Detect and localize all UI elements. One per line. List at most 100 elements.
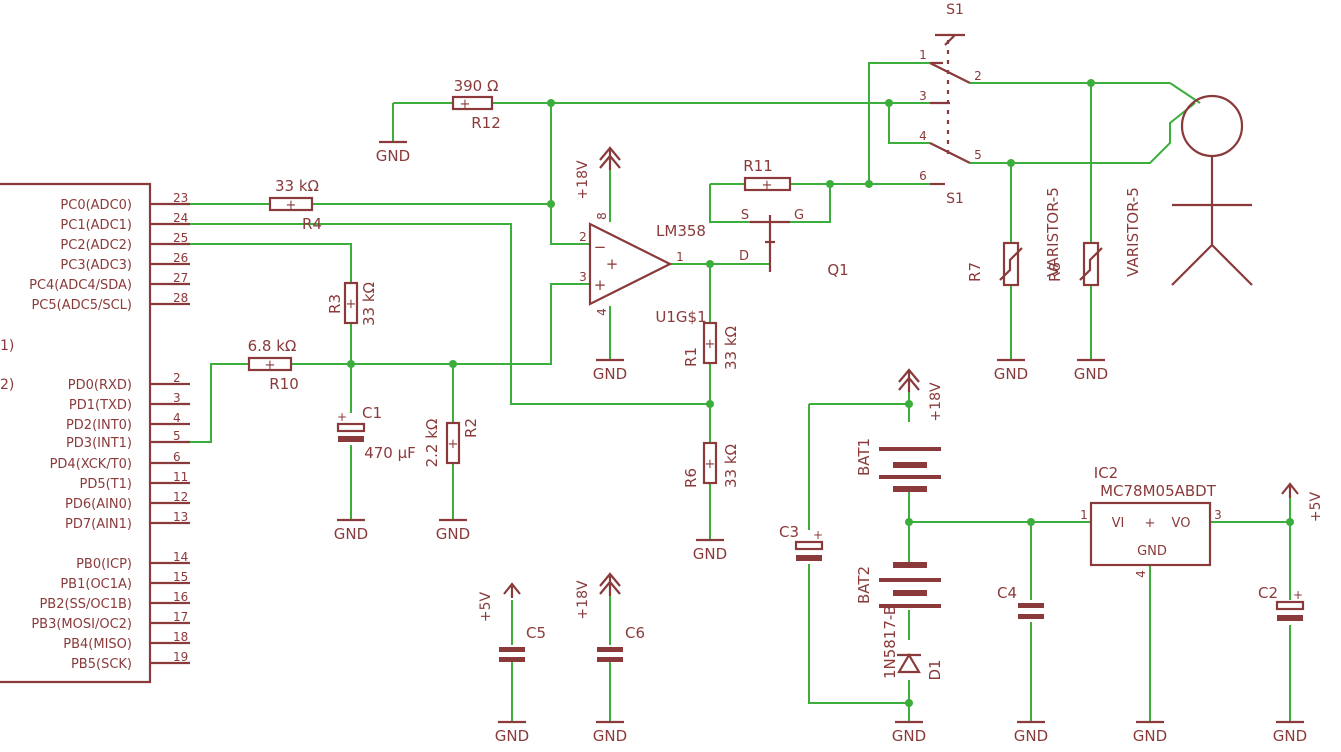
opamp-pin-vcc: 8 (595, 212, 609, 220)
r7-ref: R7 (966, 262, 984, 282)
mcu-pin-name: PB1(OC1A) (60, 577, 132, 592)
mcu-pin-name: PB2(SS/OC1B) (39, 597, 132, 612)
r4-ref: R4 (302, 215, 322, 233)
capacitor-c3: + C3 (779, 523, 824, 561)
capacitor-c2: + C2 (1258, 584, 1305, 621)
opamp-ref: U1G$1 (655, 308, 706, 326)
svg-text:+: + (460, 97, 471, 112)
ground-label: GND (892, 727, 926, 745)
resistor-r12: + 390 Ω R12 (451, 77, 501, 132)
capacitor-c1: + C1 470 µF (336, 404, 416, 462)
mcu-pin-number: 12 (173, 490, 188, 504)
resistor-r10: + 6.8 kΩ R10 (248, 337, 299, 393)
mcu-pin-number: 2 (173, 371, 181, 385)
r10-value: 6.8 kΩ (248, 337, 297, 355)
d1-part: 1N5817-B (881, 605, 899, 679)
varistor-1-label: VARISTOR-5 (1044, 187, 1062, 277)
varistor-r8: R8 VARISTOR-5 (1046, 187, 1142, 287)
opamp-pin-gnd: 4 (595, 308, 609, 316)
r3-ref: R3 (326, 294, 344, 314)
ground-label: GND (436, 525, 470, 543)
mcu-pin-number: 28 (173, 291, 188, 305)
mcu-pin-name: PD4(XCK/T0) (50, 457, 132, 472)
r4-value: 33 kΩ (275, 177, 319, 195)
q1-pin-s: S (741, 208, 749, 223)
mosfet-q1: S G D Q1 (739, 208, 849, 279)
c1-ref: C1 (362, 404, 382, 422)
mcu-pin-name: PC5(ADC5/SCL) (31, 298, 132, 313)
supply-18v-label: +18V (575, 580, 591, 620)
c6-ref: C6 (625, 624, 645, 642)
q1-ref: Q1 (827, 261, 848, 279)
resistor-r3: + R3 33 kΩ (326, 281, 378, 326)
mcu-pin-name: PD2(INT0) (66, 418, 132, 433)
ic2-vi: VI (1112, 516, 1125, 531)
s1-ref-bottom: S1 (946, 191, 964, 207)
ground-label: GND (376, 147, 410, 165)
mcu-pin-name: PD7(AIN1) (65, 517, 132, 532)
s1-pin-3: 3 (919, 89, 927, 103)
ground-label: GND (593, 727, 627, 745)
mcu-pin-name: PD5(T1) (80, 477, 132, 492)
svg-text:+: + (705, 457, 716, 472)
mcu-pin-number: 13 (173, 510, 188, 524)
mcu-pin-number: 3 (173, 391, 181, 405)
mcu-pin-number: 18 (173, 630, 188, 644)
mcu-pin-number: 17 (173, 610, 188, 624)
supply-5v-label: +5V (1308, 491, 1324, 522)
ground-label: GND (1074, 365, 1108, 383)
varistor-2-label: VARISTOR-5 (1124, 187, 1142, 277)
svg-text:−: − (594, 238, 607, 256)
r1-ref: R1 (682, 347, 700, 367)
mcu-pin-number: 16 (173, 590, 188, 604)
svg-text:+: + (705, 337, 716, 352)
r8-ref: R8 (1046, 262, 1064, 282)
mcu-pin-name: PC2(ADC2) (60, 238, 132, 253)
mcu-pin-number: 14 (173, 550, 188, 564)
capacitor-c5: C5 (499, 624, 546, 662)
diode-d1: 1N5817-B D1 (881, 605, 944, 681)
opamp-pin-plus: 3 (579, 270, 587, 284)
capacitor-c6: C6 (597, 624, 645, 662)
mcu-pin-name: PB3(MOSI/OC2) (31, 617, 132, 632)
opamp-pin-minus: 2 (579, 230, 587, 244)
c3-ref: C3 (779, 523, 799, 541)
r12-value: 390 Ω (454, 77, 499, 95)
resistor-r4: + 33 kΩ R4 (268, 177, 322, 233)
battery-bat1: BAT1 (855, 438, 941, 492)
s1-pin-4: 4 (919, 129, 927, 143)
resistor-r11: + R11 (743, 157, 792, 193)
ic2-gnd: GND (1137, 544, 1167, 559)
supply-18v-arrow (599, 146, 621, 170)
mcu-pin-number: 5 (173, 429, 181, 443)
svg-text:+: + (448, 437, 459, 452)
ic2-pin-4: 4 (1134, 570, 1148, 578)
supply-5v-label: +5V (478, 591, 494, 622)
ground-label: GND (1273, 727, 1307, 745)
mcu-pin-name: PC1(ADC1) (60, 218, 132, 233)
regulator-ic2: VI + VO GND 1 3 4 IC2 MC78M05ABDT (1080, 464, 1222, 578)
d1-ref: D1 (926, 659, 944, 680)
battery-bat2: BAT2 (855, 562, 941, 608)
mcu-pin-number: 26 (173, 251, 188, 265)
supply-18v-label: +18V (928, 382, 944, 422)
svg-text:+: + (265, 358, 276, 373)
r3-value: 33 kΩ (360, 282, 378, 326)
c4-ref: C4 (997, 584, 1017, 602)
mcu-pin-name: PC4(ADC4/SDA) (29, 278, 132, 293)
ground-label: GND (994, 365, 1028, 383)
svg-text:+: + (594, 276, 607, 294)
svg-text:+: + (813, 528, 823, 542)
mcu-pin-number: 19 (173, 650, 188, 664)
resistor-r1: + R1 33 kΩ (682, 321, 740, 370)
bat1-ref: BAT1 (855, 438, 873, 476)
mcu-pin-name: PB4(MISO) (63, 637, 132, 652)
ground-label: GND (593, 365, 627, 383)
c1-value: 470 µF (364, 444, 416, 462)
r2-ref: R2 (462, 418, 480, 438)
svg-text:+: + (1145, 516, 1156, 531)
ground-label: GND (1133, 727, 1167, 745)
mcu-pin-number: 25 (173, 231, 188, 245)
supply-18v-arrow (898, 368, 920, 392)
